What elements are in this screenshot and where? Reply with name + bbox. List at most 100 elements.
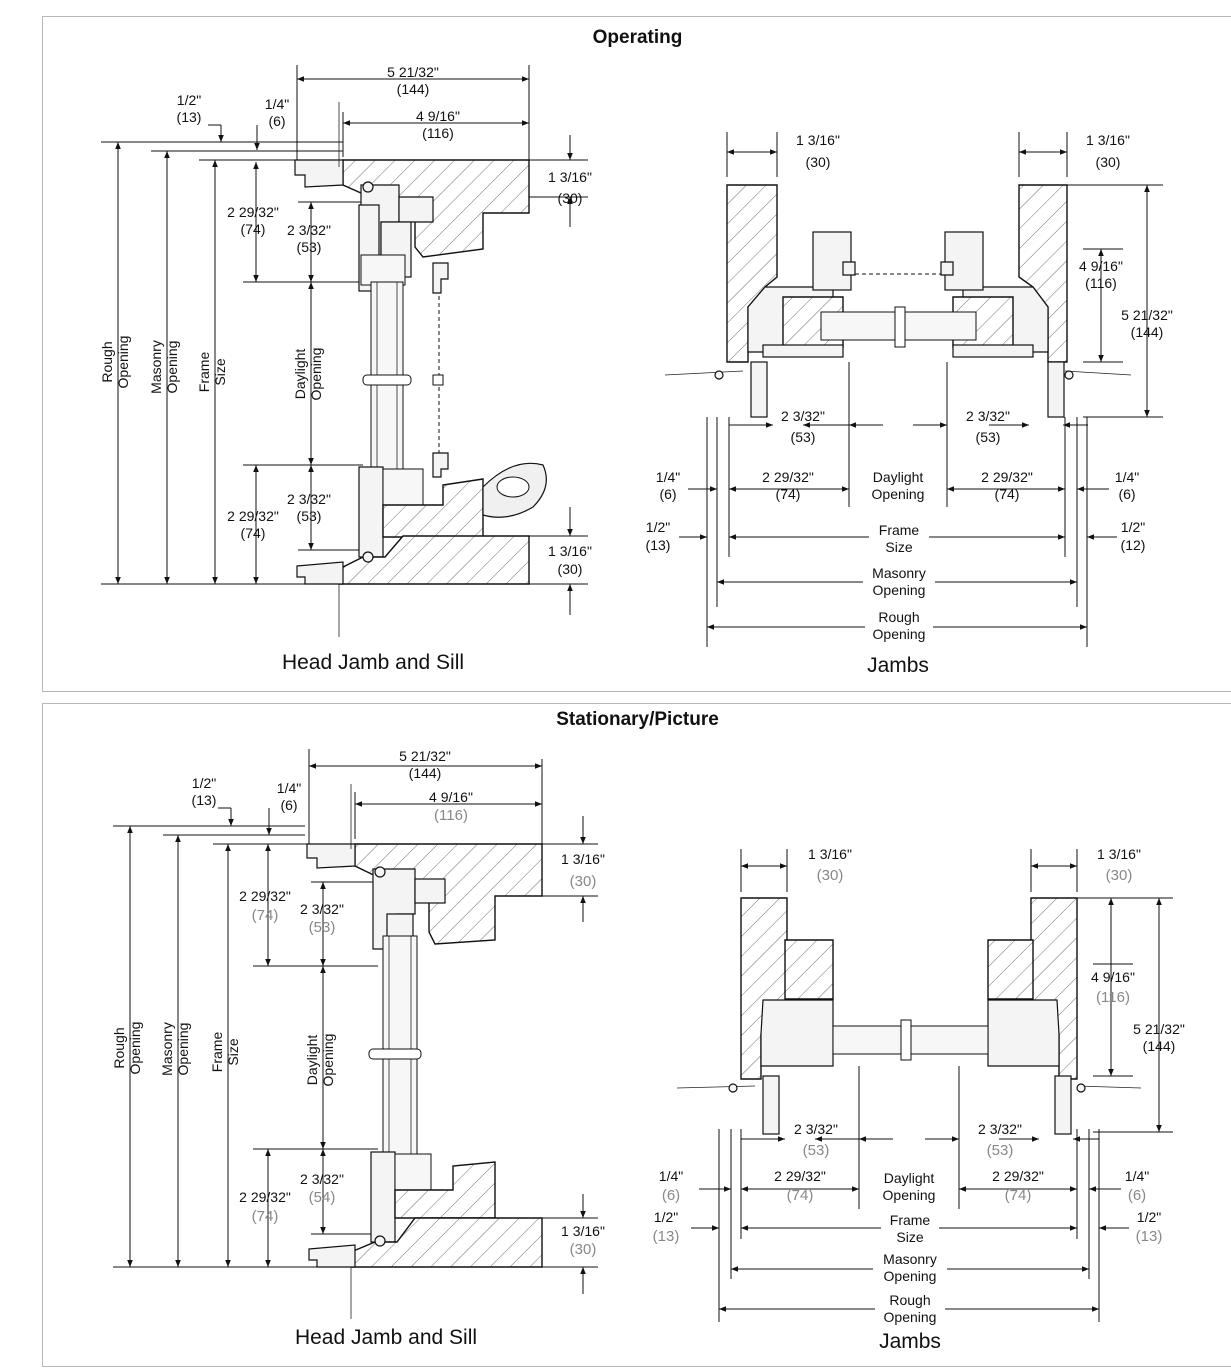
op-head-sash: 2 3/32" [287, 222, 331, 238]
op-jamb-right-sash-mm: (53) [976, 429, 1001, 445]
st-sill-depth-mm: (30) [570, 1241, 597, 1258]
op-jamb-right-frame: 2 29/32" [981, 469, 1033, 485]
op-head-sill-labels: 5 21/32" (144) 4 9/16" (116) 1/2" (13) 1… [99, 64, 592, 674]
st-jamb-daylight-1: Daylight [884, 1170, 935, 1186]
op-jamb-left-quarter-mm: (6) [659, 486, 676, 502]
op-jamb-left-frame-mm: (74) [776, 486, 801, 502]
st-jamb-left-sash-mm: (53) [803, 1142, 830, 1159]
st-jamb-masonry-2: Opening [884, 1268, 937, 1284]
st-jamb-right-quarter-mm: (6) [1128, 1187, 1146, 1204]
op-jamb-left-frame: 2 29/32" [762, 469, 814, 485]
op-jamb-right-quarter: 1/4" [1115, 469, 1139, 485]
st-head-sill-drawing [113, 749, 598, 1319]
op-daylight-label-2: Opening [308, 348, 324, 401]
op-top-overall: 5 21/32" [387, 64, 439, 80]
op-jamb-daylight-2: Opening [872, 486, 925, 502]
st-jamb-frame-1: Frame [890, 1212, 931, 1228]
st-jamb-overall: 5 21/32" [1133, 1021, 1185, 1037]
op-sill-sash: 2 3/32" [287, 491, 331, 507]
st-sill-frame: 2 29/32" [239, 1189, 291, 1205]
op-quarter-mm: (6) [268, 113, 285, 129]
st-top-inner-mm: (116) [434, 807, 468, 824]
st-head-sill-labels: 5 21/32" (144) 4 9/16" (116) 1/2" (13) 1… [111, 748, 605, 1349]
op-jamb-rough-1: Rough [878, 609, 919, 625]
op-head-sill-caption: Head Jamb and Sill [282, 651, 464, 674]
op-jambs-labels: 1 3/16" (30) 1 3/16" (30) 4 9/16" (116) … [646, 132, 1173, 677]
op-rough-label-2: Opening [115, 336, 131, 389]
op-daylight-label-1: Daylight [292, 349, 308, 400]
op-head-depth-mm: (30) [558, 190, 583, 206]
st-head-sash: 2 3/32" [300, 901, 344, 917]
op-sill-depth: 1 3/16" [548, 543, 592, 559]
op-jamb-right-half: 1/2" [1121, 519, 1145, 535]
op-jamb-right-sash: 2 3/32" [966, 408, 1010, 424]
operating-title: Operating [592, 27, 683, 48]
op-rough-label-1: Rough [99, 341, 115, 382]
op-jamb-frame-1: Frame [879, 522, 920, 538]
st-jamb-right-frame: 2 29/32" [992, 1168, 1044, 1184]
st-quarter: 1/4" [277, 780, 301, 796]
stationary-drawing: 5 21/32" (144) 4 9/16" (116) 1/2" (13) 1… [111, 748, 1185, 1353]
st-half-mm: (13) [192, 792, 217, 808]
op-jamb-masonry-2: Opening [873, 582, 926, 598]
op-masonry-label-1: Masonry [148, 340, 164, 394]
st-sill-sash: 2 3/32" [300, 1171, 344, 1187]
st-daylight-label-2: Opening [320, 1034, 336, 1087]
op-jamb-inner-mm: (116) [1085, 275, 1117, 291]
op-jamb-left-quarter: 1/4" [656, 469, 680, 485]
operating-drawing: 5 21/32" (144) 4 9/16" (116) 1/2" (13) 1… [99, 64, 1173, 677]
op-jamb-right-frame-mm: (74) [995, 486, 1020, 502]
st-jamb-masonry-1: Masonry [883, 1251, 937, 1267]
op-jamb-masonry-1: Masonry [872, 565, 926, 581]
op-jamb-right-quarter-mm: (6) [1118, 486, 1135, 502]
op-jamb-frame-2: Size [885, 539, 912, 555]
op-jamb-left-depth: 1 3/16" [796, 132, 840, 148]
st-frame-label-2: Size [225, 1038, 241, 1065]
st-head-sash-mm: (53) [309, 919, 336, 936]
op-jamb-left-sash: 2 3/32" [781, 408, 825, 424]
op-top-inner-mm: (116) [422, 125, 454, 141]
st-sill-sash-mm: (54) [309, 1189, 336, 1206]
st-top-overall: 5 21/32" [399, 748, 451, 764]
op-jamb-inner: 4 9/16" [1079, 258, 1123, 274]
st-jamb-left-quarter: 1/4" [659, 1168, 683, 1184]
st-jamb-left-depth-mm: (30) [817, 867, 844, 884]
op-head-frame-mm: (74) [241, 221, 266, 237]
op-sill-sash-mm: (53) [297, 508, 322, 524]
op-jamb-overall-mm: (144) [1131, 324, 1164, 340]
op-jambs-caption: Jambs [867, 654, 929, 677]
op-jamb-rough-2: Opening [873, 626, 926, 642]
st-jamb-right-depth: 1 3/16" [1097, 846, 1141, 862]
st-jamb-right-half-mm: (13) [1136, 1228, 1163, 1245]
st-jamb-frame-2: Size [896, 1229, 923, 1245]
st-jamb-left-depth: 1 3/16" [808, 846, 852, 862]
st-sill-frame-mm: (74) [252, 1208, 279, 1225]
st-jamb-daylight-2: Opening [883, 1187, 936, 1203]
op-masonry-label-2: Opening [164, 341, 180, 394]
st-rough-label-1: Rough [111, 1027, 127, 1068]
op-half-mm: (13) [177, 109, 202, 125]
st-jamb-right-sash: 2 3/32" [978, 1121, 1022, 1137]
st-jamb-left-quarter-mm: (6) [662, 1187, 680, 1204]
st-jambs-caption: Jambs [879, 1330, 941, 1353]
op-jamb-daylight-1: Daylight [873, 469, 924, 485]
st-head-frame-mm: (74) [252, 907, 279, 924]
st-quarter-mm: (6) [280, 797, 297, 813]
st-jambs-drawing [676, 849, 1173, 1322]
st-frame-label-1: Frame [209, 1032, 225, 1073]
op-top-overall-mm: (144) [397, 81, 430, 97]
op-jamb-overall: 5 21/32" [1121, 307, 1173, 323]
op-top-inner: 4 9/16" [416, 108, 460, 124]
st-jamb-left-sash: 2 3/32" [794, 1121, 838, 1137]
st-jamb-right-frame-mm: (74) [1005, 1187, 1032, 1204]
op-jamb-left-sash-mm: (53) [791, 429, 816, 445]
stationary-title: Stationary/Picture [556, 709, 719, 730]
st-half: 1/2" [192, 775, 216, 791]
st-jamb-left-frame-mm: (74) [787, 1187, 814, 1204]
op-jamb-left-depth-mm: (30) [806, 154, 831, 170]
op-head-sash-mm: (53) [297, 239, 322, 255]
st-jamb-rough-2: Opening [884, 1309, 937, 1325]
st-jamb-left-frame: 2 29/32" [774, 1168, 826, 1184]
st-jambs-labels: 1 3/16" (30) 1 3/16" (30) 4 9/16" (116) … [653, 846, 1185, 1353]
st-jamb-left-half: 1/2" [654, 1209, 678, 1225]
